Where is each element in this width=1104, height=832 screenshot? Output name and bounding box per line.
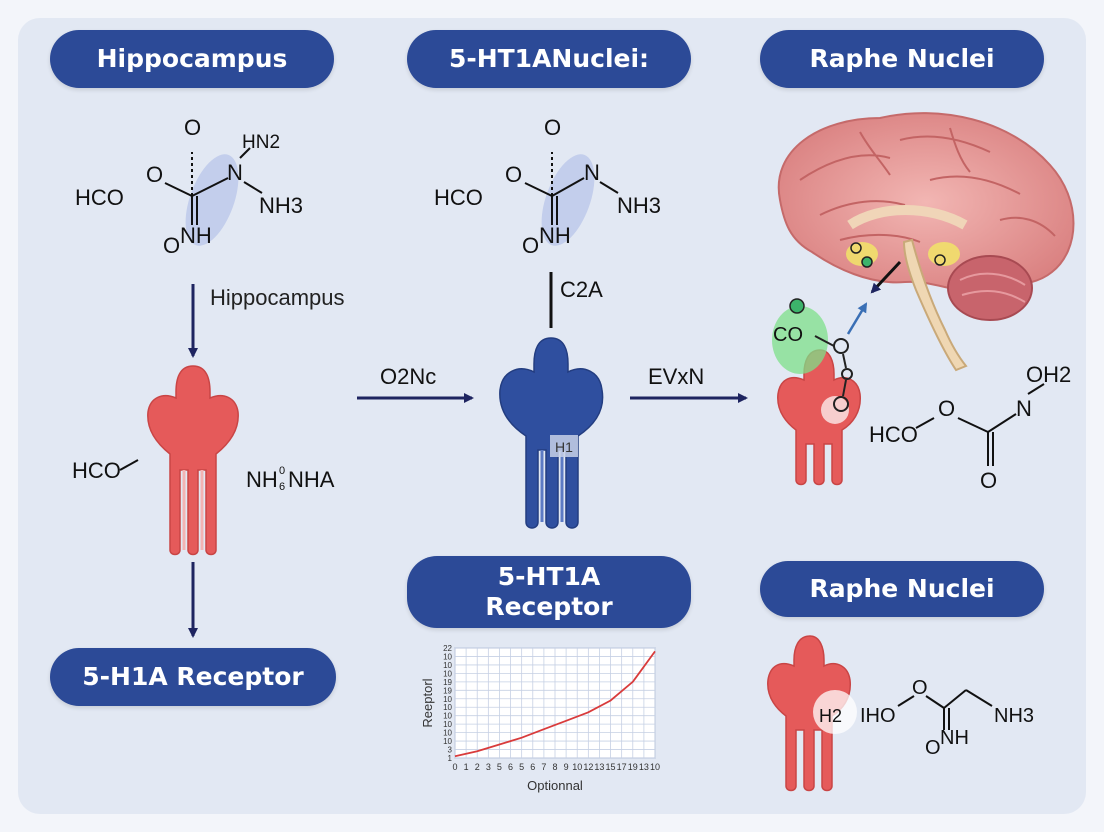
- mol1-hn2: HN2: [242, 132, 280, 153]
- blue-top-label: C2A: [560, 277, 603, 302]
- mol4-iho: IHO: [860, 705, 896, 727]
- hippocampus-arrow-label: Hippocampus: [210, 285, 345, 310]
- left-nh-super: 0: [279, 465, 285, 477]
- chart-x-tick-label: 10: [650, 762, 660, 772]
- brain-illustration: [777, 112, 1075, 372]
- mol1-o-top: O: [184, 115, 201, 140]
- chart-y-tick-label: 19: [443, 686, 452, 695]
- molecule-4: IHO O NH3 O NH: [860, 677, 1034, 759]
- chart-x-tick-label: 10: [572, 762, 582, 772]
- hippocampus-flow: Hippocampus: [188, 284, 345, 638]
- receptor-center-line1: 5-HT1A: [497, 562, 601, 591]
- mol4-o-nh: O: [925, 737, 941, 759]
- raphe-nuclei-top-pill: Raphe Nuclei: [760, 30, 1044, 88]
- mol1-nh3: NH3: [259, 193, 303, 218]
- mol3-oh2: OH2: [1026, 362, 1071, 387]
- bottom-right-h2: H2: [819, 706, 842, 726]
- chart-y-tick-label: 19: [443, 678, 452, 687]
- mol1-n: N: [227, 160, 243, 185]
- chart-x-tick-label: 2: [475, 762, 480, 772]
- left-nh-sub: 6: [279, 481, 285, 493]
- mol1-o-nh: O: [163, 233, 180, 258]
- arrow-left-mid-label: O2Nc: [380, 364, 436, 389]
- chart-y-tick-label: 10: [443, 712, 452, 721]
- chart-x-tick-label: 5: [519, 762, 524, 772]
- chart-x-tick-label: 1: [464, 762, 469, 772]
- chart-y-tick-label: 10: [443, 669, 452, 678]
- chart-y-tick-label: 10: [443, 703, 452, 712]
- chart-x-tick-label: 17: [617, 762, 627, 772]
- mol2-o-top: O: [544, 115, 561, 140]
- hippocampus-pill: Hippocampus: [50, 30, 334, 88]
- mol3-hco: HCO: [869, 422, 918, 447]
- nuclei-pill: 5-HT1ANuclei:: [407, 30, 691, 88]
- mol1-nh: NH: [180, 223, 212, 248]
- chart-ylabel: Reeptorl: [420, 678, 435, 727]
- chart-y-tick-label: 10: [443, 695, 452, 704]
- chart-y-tick-label: 3: [448, 746, 453, 755]
- red-receptor-bottom-right: H2: [767, 635, 857, 792]
- chart-series-line: [454, 650, 656, 758]
- mol2-nh3: NH3: [617, 193, 661, 218]
- mol4-nh3: NH3: [994, 705, 1034, 727]
- chart-x-tick-label: 6: [508, 762, 513, 772]
- chart-x-tick-label: 13: [594, 762, 604, 772]
- chart-xlabel: Optionnal: [527, 778, 583, 793]
- chart-x-tick-label: 3: [486, 762, 491, 772]
- chart-x-tick-label: 5: [497, 762, 502, 772]
- molecule-2: O HCO O N NH3 O NH: [434, 115, 661, 258]
- raphe-nuclei-bottom-pill: Raphe Nuclei: [760, 561, 1044, 617]
- mol2-o-nh: O: [522, 233, 539, 258]
- mol3-o-link: O: [938, 396, 955, 421]
- chart-y-tick-label: 1: [448, 754, 453, 763]
- left-hco-label: HCO: [72, 458, 121, 483]
- chart-y-tick-label: 10: [443, 729, 452, 738]
- receptor-center-pill: 5-HT1A Receptor: [407, 556, 691, 628]
- chart-y-tick-label: 10: [443, 661, 452, 670]
- mol4-o: O: [912, 677, 928, 699]
- chart-x-tick-label: 8: [552, 762, 557, 772]
- blue-receptor-tag: H1: [555, 439, 573, 455]
- mol3-n: N: [1016, 396, 1032, 421]
- chart-y-tick-label: 10: [443, 652, 452, 661]
- red-receptor-left: [147, 365, 239, 556]
- mol2-o: O: [505, 162, 522, 187]
- chart-y-tick-label: 10: [443, 720, 452, 729]
- mol2-nh: NH: [539, 223, 571, 248]
- molecule-1: O HN2 HCO O N NH3 O NH: [75, 115, 303, 258]
- mol2-n: N: [584, 160, 600, 185]
- molecule-3: OH2 N O HCO O: [869, 362, 1071, 493]
- blue-receptor: H1: [499, 337, 604, 529]
- chart-x-tick-label: 0: [452, 762, 457, 772]
- mol4-nh: NH: [940, 727, 969, 749]
- mol1-hco: HCO: [75, 185, 124, 210]
- chart-y-tick-label: 22: [443, 644, 452, 653]
- chart-x-tick-label: 19: [628, 762, 638, 772]
- brain-overlay-co: CO: [773, 324, 803, 346]
- left-nh-label: NH: [246, 467, 278, 492]
- chart-x-tick-label: 6: [530, 762, 535, 772]
- red-receptor-right: CO: [772, 298, 861, 486]
- receptor-left-pill: 5-H1A Receptor: [50, 648, 336, 706]
- chart-x-tick-label: 9: [564, 762, 569, 772]
- mol3-o-bottom: O: [980, 468, 997, 493]
- chart-x-tick-label: 7: [541, 762, 546, 772]
- chart-grid: [454, 647, 656, 759]
- chart-x-tick-label: 13: [639, 762, 649, 772]
- mol2-hco: HCO: [434, 185, 483, 210]
- chart-y-tick-label: 10: [443, 737, 452, 746]
- receptor-center-line2: Receptor: [485, 592, 613, 621]
- chart-x-tick-label: 15: [606, 762, 616, 772]
- arrow-right-mid-label: EVxN: [648, 364, 704, 389]
- chart-x-tick-label: 12: [583, 762, 593, 772]
- mol1-o: O: [146, 162, 163, 187]
- left-nha-label: NHA: [288, 467, 335, 492]
